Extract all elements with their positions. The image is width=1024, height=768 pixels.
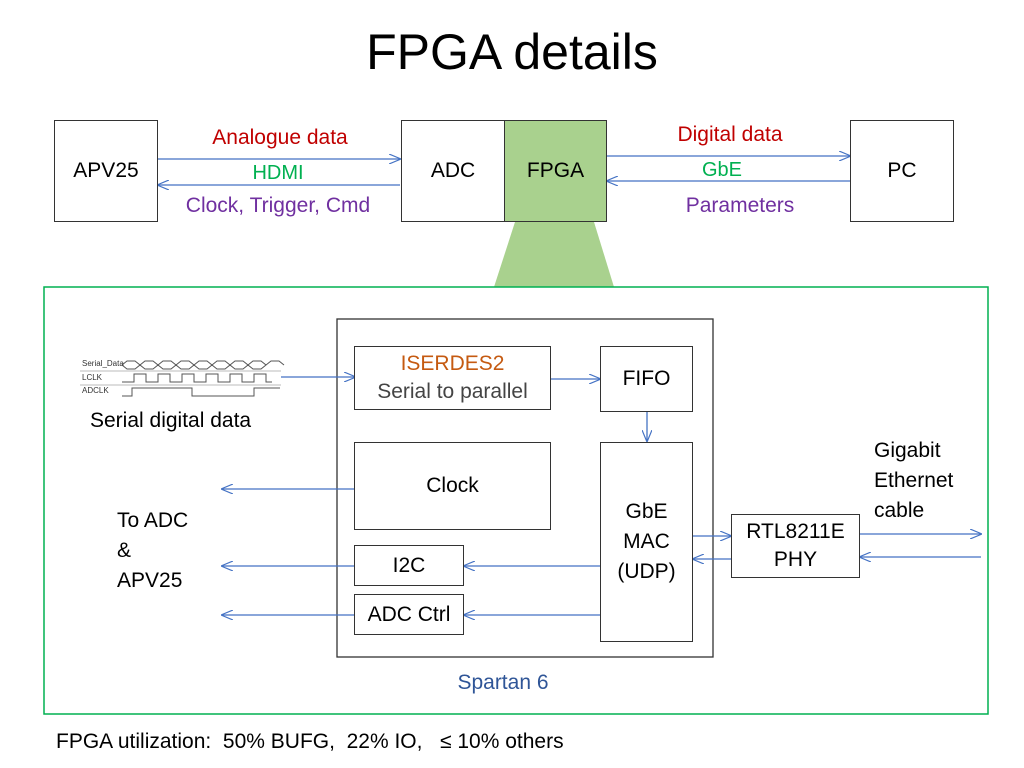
pc-label: PC <box>887 159 917 182</box>
i2c-label: I2C <box>392 553 426 577</box>
waveform-label-serial: Serial_Data <box>82 359 124 368</box>
analogue-data-label: Analogue data <box>212 126 348 149</box>
clock-label: Clock <box>426 474 479 497</box>
iserdes-box: ISERDES2 Serial to parallel <box>354 346 551 410</box>
i2c-box: I2C <box>354 545 464 586</box>
fpga-label: FPGA <box>526 159 585 182</box>
fifo-box: FIFO <box>600 346 693 412</box>
to-adc-line1: To ADC <box>117 509 189 532</box>
ethernet-line2: Ethernet <box>874 469 954 492</box>
adc-box: ADC <box>401 120 505 222</box>
zoom-cone <box>494 222 614 287</box>
clock-trigger-cmd-label: Clock, Trigger, Cmd <box>185 194 371 217</box>
gbe-mac-line1: GbE <box>625 500 668 523</box>
iserdes-title: ISERDES2 <box>400 352 505 375</box>
adc-label: ADC <box>430 159 476 182</box>
fpga-utilization-footer: FPGA utilization: 50% BUFG, 22% IO, ≤ 10… <box>56 730 564 753</box>
waveform-label-adclk: ADCLK <box>82 386 109 395</box>
apv25-box: APV25 <box>54 120 158 222</box>
phy-box: RTL8211E PHY <box>731 514 860 578</box>
gbe-mac-box: GbE MAC (UDP) <box>600 442 693 642</box>
detail-frame <box>43 286 989 715</box>
to-adc-line2: & <box>117 539 132 562</box>
gbe-mac-line3: (UDP) <box>617 560 676 583</box>
ethernet-line1: Gigabit <box>874 439 941 462</box>
page-title: FPGA details <box>366 24 658 80</box>
waveform-graphic <box>121 360 285 397</box>
gbe-label: GbE <box>701 159 743 181</box>
digital-data-label: Digital data <box>677 123 783 146</box>
phy-line2: PHY <box>773 548 818 571</box>
to-adc-line3: APV25 <box>117 569 183 592</box>
fifo-label: FIFO <box>622 367 671 390</box>
waveform-label-lclk: LCLK <box>82 373 103 382</box>
iserdes-subtitle: Serial to parallel <box>377 380 528 403</box>
fpga-box: FPGA <box>504 120 607 222</box>
spartan-label: Spartan 6 <box>457 671 549 694</box>
apv25-label: APV25 <box>73 159 139 182</box>
phy-line1: RTL8211E <box>746 520 845 543</box>
adc-ctrl-box: ADC Ctrl <box>354 594 464 635</box>
pc-box: PC <box>850 120 954 222</box>
hdmi-label: HDMI <box>252 162 304 184</box>
adc-ctrl-label: ADC Ctrl <box>367 602 451 626</box>
spartan-box <box>336 318 714 658</box>
clock-box: Clock <box>354 442 551 530</box>
serial-digital-data-label: Serial digital data <box>90 409 252 432</box>
ethernet-line3: cable <box>874 499 925 522</box>
gbe-mac-line2: MAC <box>623 530 670 553</box>
parameters-label: Parameters <box>685 194 795 217</box>
